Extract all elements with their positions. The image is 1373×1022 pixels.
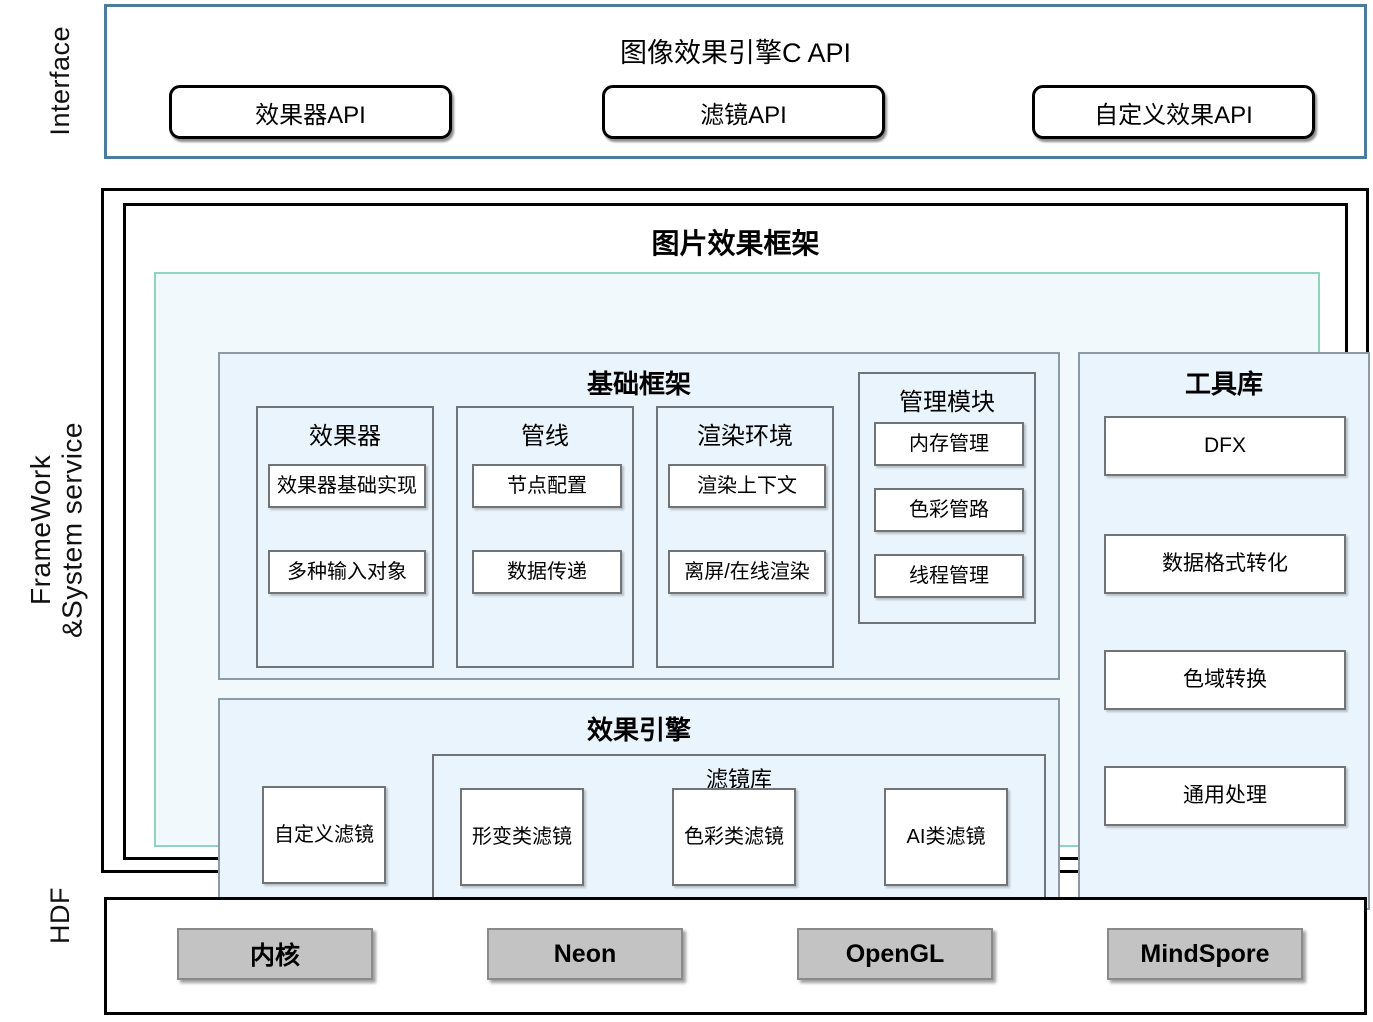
base-framework-column-render-env: 渲染环境 渲染上下文 离屏/在线渲染 [656,406,834,668]
base-framework-column-pipeline: 管线 节点配置 数据传递 [456,406,634,668]
base-framework-panel: 基础框架 效果器 效果器基础实现 多种输入对象 管线 节点配置 数据传递 渲染环… [218,352,1060,680]
leaf-memory-management[interactable]: 内存管理 [874,422,1024,466]
base-framework-title: 基础框架 [586,369,691,399]
framework-layer-title: 图片效果框架 [651,228,820,259]
rail-label-framework: FrameWork &System service [14,190,98,870]
column-title-render-env: 渲染环境 [697,423,793,450]
rail-label-framework-text: FrameWork &System service [24,422,87,638]
leaf-custom-filter[interactable]: 自定义滤镜 [262,786,386,884]
base-framework-column-effector: 效果器 效果器基础实现 多种输入对象 [256,406,434,668]
api-button-filter[interactable]: 滤镜API [602,85,885,139]
leaf-data-format-conversion[interactable]: 数据格式转化 [1104,534,1346,594]
leaf-color-gamut-conversion[interactable]: 色域转换 [1104,650,1346,710]
rail-label-hdf-text: HDF [44,886,75,944]
leaf-color-filter[interactable]: 色彩类滤镜 [672,788,796,886]
leaf-data-transfer[interactable]: 数据传递 [472,550,622,594]
framework-layer-outer: 图片效果框架 基础框架 效果器 效果器基础实现 多种输入对象 管线 节点配置 数… [101,188,1370,910]
leaf-color-pipeline[interactable]: 色彩管路 [874,488,1024,532]
api-button-custom-effect[interactable]: 自定义效果API [1032,85,1315,139]
effect-engine-panel: 效果引擎 自定义滤镜 滤镜库 形变类滤镜 色彩类滤镜 AI类滤镜 [218,698,1060,910]
rail-label-hdf: HDF [30,880,90,950]
toolbox-panel: 工具库 DFX 数据格式转化 色域转换 通用处理 [1078,352,1370,910]
filter-library-title: 滤镜库 [705,767,772,792]
rail-label-interface-text: Interface [44,26,75,136]
leaf-dfx[interactable]: DFX [1104,416,1346,476]
effect-engine-title: 效果引擎 [586,715,691,745]
api-button-effector[interactable]: 效果器API [169,85,452,139]
framework-content-panel: 基础框架 效果器 效果器基础实现 多种输入对象 管线 节点配置 数据传递 渲染环… [154,272,1370,910]
base-framework-column-management: 管理模块 内存管理 色彩管路 线程管理 [858,372,1036,624]
leaf-render-context[interactable]: 渲染上下文 [668,464,826,508]
filter-library-panel: 滤镜库 形变类滤镜 色彩类滤镜 AI类滤镜 [432,754,1046,904]
leaf-deformation-filter[interactable]: 形变类滤镜 [460,788,584,886]
interface-layer-title: 图像效果引擎C API [619,38,852,68]
leaf-offscreen-online-render[interactable]: 离屏/在线渲染 [668,550,826,594]
leaf-effector-base-impl[interactable]: 效果器基础实现 [268,464,426,508]
hdf-layer: 内核 Neon OpenGL MindSpore [104,897,1367,1015]
leaf-multi-input-object[interactable]: 多种输入对象 [268,550,426,594]
leaf-thread-management[interactable]: 线程管理 [874,554,1024,598]
rail-label-interface: Interface [30,2,90,160]
hdf-module-mindspore[interactable]: MindSpore [1107,928,1303,980]
column-title-management: 管理模块 [899,389,995,416]
hdf-module-opengl[interactable]: OpenGL [797,928,993,980]
framework-layer-inner: 图片效果框架 基础框架 效果器 效果器基础实现 多种输入对象 管线 节点配置 数… [123,203,1370,910]
leaf-ai-filter[interactable]: AI类滤镜 [884,788,1008,886]
column-title-effector: 效果器 [309,423,381,450]
column-title-pipeline: 管线 [521,423,569,450]
leaf-node-config[interactable]: 节点配置 [472,464,622,508]
hdf-module-kernel[interactable]: 内核 [177,928,373,980]
leaf-general-processing[interactable]: 通用处理 [1104,766,1346,826]
toolbox-title: 工具库 [1184,369,1263,399]
hdf-module-neon[interactable]: Neon [487,928,683,980]
interface-layer: 图像效果引擎C API 效果器API 滤镜API 自定义效果API [104,4,1367,159]
